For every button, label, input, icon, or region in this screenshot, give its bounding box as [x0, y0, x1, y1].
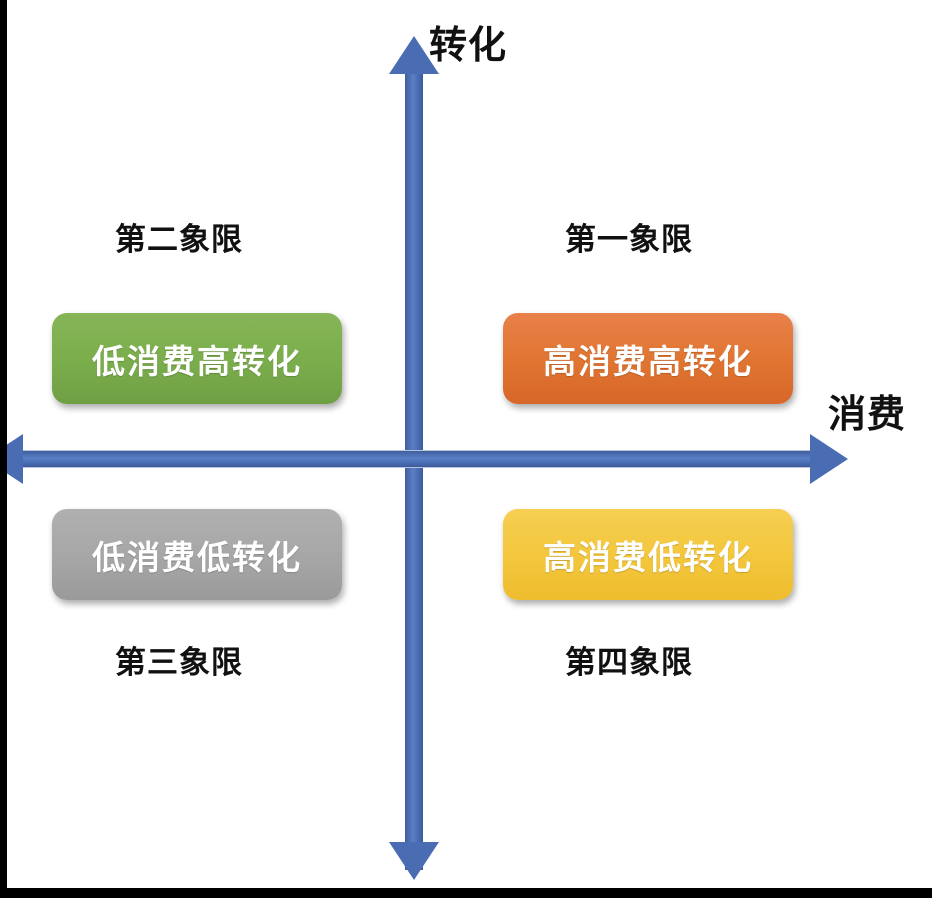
segment-card-label: 低消费低转化: [92, 537, 302, 577]
quadrant-name-first: 第一象限: [565, 222, 693, 258]
arrow-up-icon: [389, 36, 439, 74]
quadrant-name-second: 第二象限: [115, 222, 243, 258]
vertical-axis-shaft: [405, 70, 423, 870]
quadrant-name-fourth: 第四象限: [565, 645, 693, 681]
horizontal-axis-shaft: [15, 450, 817, 468]
segment-card-low-spend-high-conversion: 低消费高转化: [52, 313, 342, 404]
segment-card-high-spend-low-conversion: 高消费低转化: [503, 509, 793, 600]
x-axis-label: 消费: [828, 392, 907, 436]
segment-card-high-spend-high-conversion: 高消费高转化: [503, 313, 793, 404]
segment-card-label: 低消费高转化: [92, 341, 302, 381]
segment-card-low-spend-low-conversion: 低消费低转化: [52, 509, 342, 600]
diagram-surface: 转化 消费 第二象限 第一象限 第三象限 第四象限 低消费高转化 高消费高转化 …: [7, 0, 932, 888]
segment-card-label: 高消费低转化: [543, 537, 753, 577]
arrow-left-icon: [7, 434, 23, 484]
quadrant-name-third: 第三象限: [115, 645, 243, 681]
segment-card-label: 高消费高转化: [543, 341, 753, 381]
y-axis-label: 转化: [429, 23, 508, 67]
arrow-down-icon: [389, 842, 439, 880]
arrow-right-icon: [810, 434, 848, 484]
